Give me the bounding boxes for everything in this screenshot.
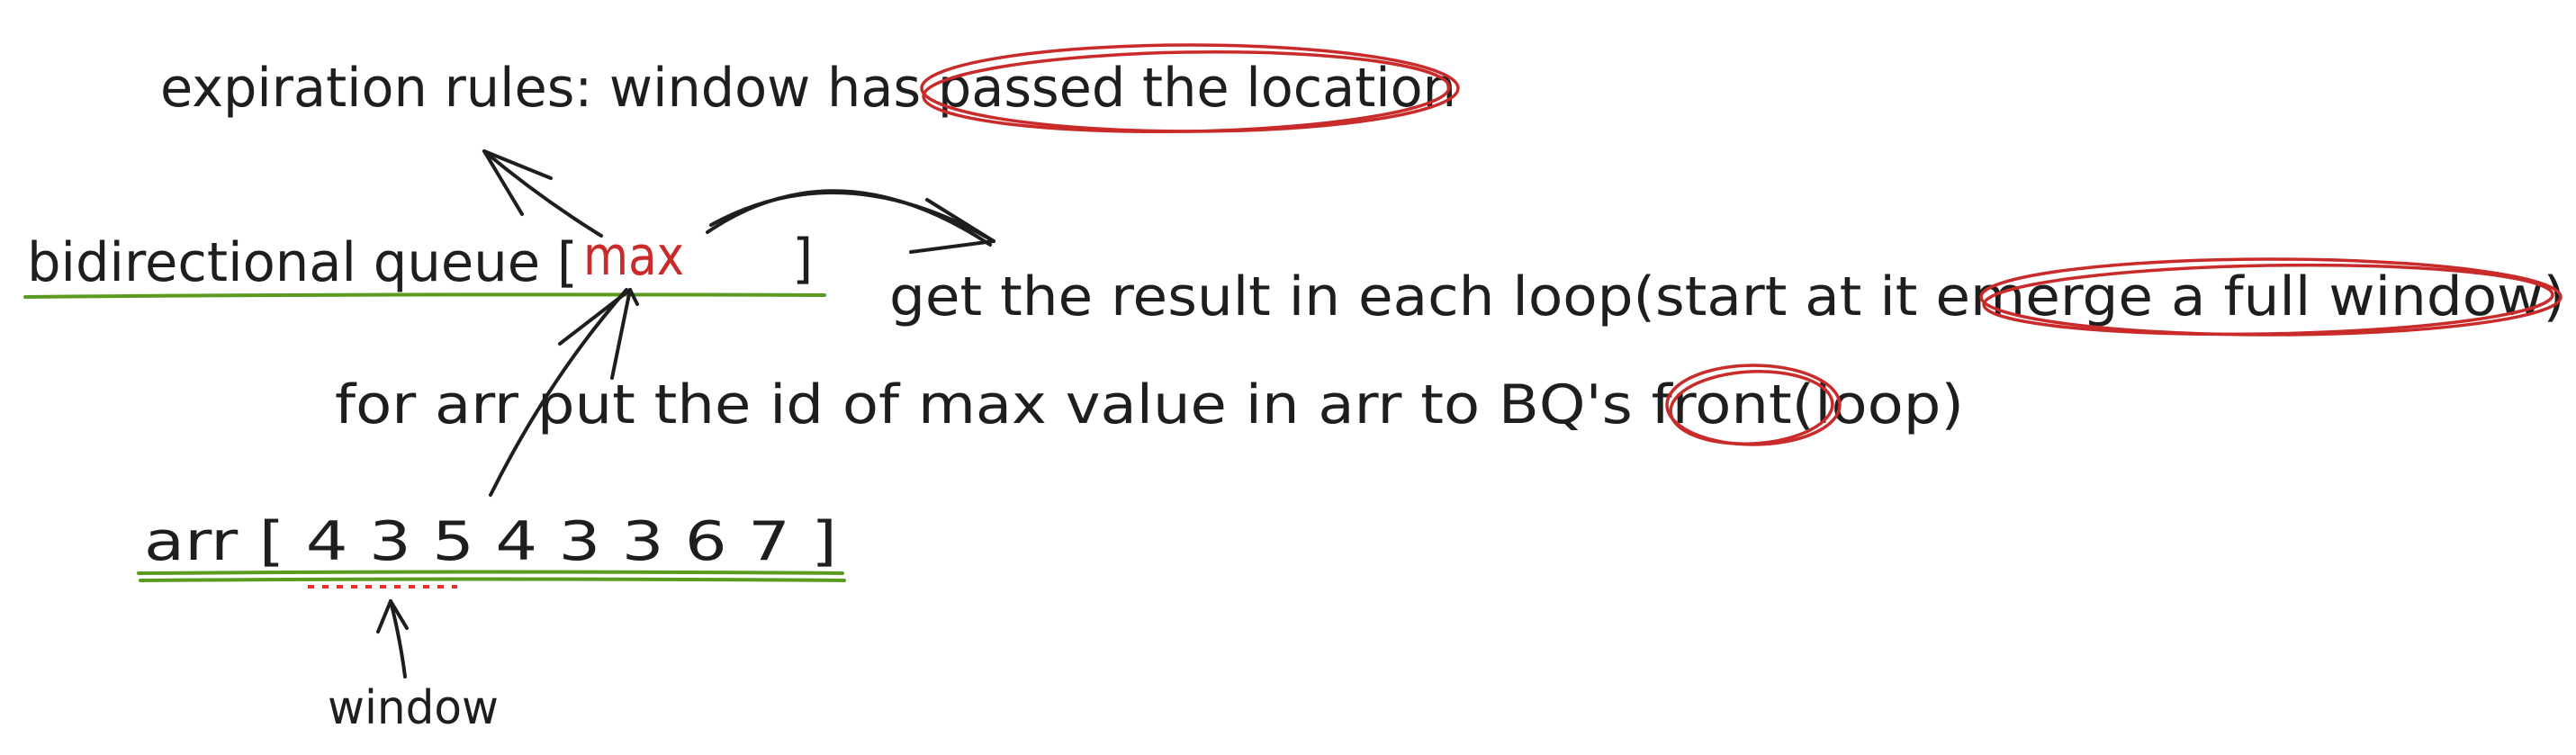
- arrow-to-max-head: [558, 288, 639, 346]
- note-put-max-id: for arr put the id of max value in arr t…: [335, 373, 1964, 436]
- arrow-put-to-max-shaft: [610, 288, 632, 380]
- arrow-to-expiration-shaft: [482, 149, 603, 238]
- note-expiration-rules: expiration rules: window has passed the …: [160, 57, 1456, 120]
- array-underline-2: [139, 577, 846, 582]
- arrow-to-result-head: [909, 198, 995, 254]
- arrow-array-to-max-shaft: [489, 288, 628, 497]
- arrow-to-window-head: [376, 599, 409, 634]
- array-underline-1: [137, 570, 844, 575]
- arrow-to-result-shaft2: [709, 191, 995, 243]
- queue-close-bracket: ]: [792, 228, 813, 291]
- queue-underline: [23, 292, 826, 299]
- note-result: get the result in each loop(start at it …: [889, 265, 2565, 328]
- queue-label: bidirectional queue [: [27, 231, 578, 294]
- array-label: arr [ 4 3 5 4 3 3 6 7 ]: [144, 510, 837, 573]
- arrow-to-expiration-head: [482, 149, 553, 216]
- arrow-to-window-shaft: [389, 599, 407, 679]
- window-label: window: [328, 681, 499, 735]
- circle-front-stroke2: [1669, 370, 1834, 445]
- circle-passed-the-location-stroke2: [922, 49, 1451, 134]
- circle-emerge-a-full-window-stroke2: [1982, 263, 2554, 337]
